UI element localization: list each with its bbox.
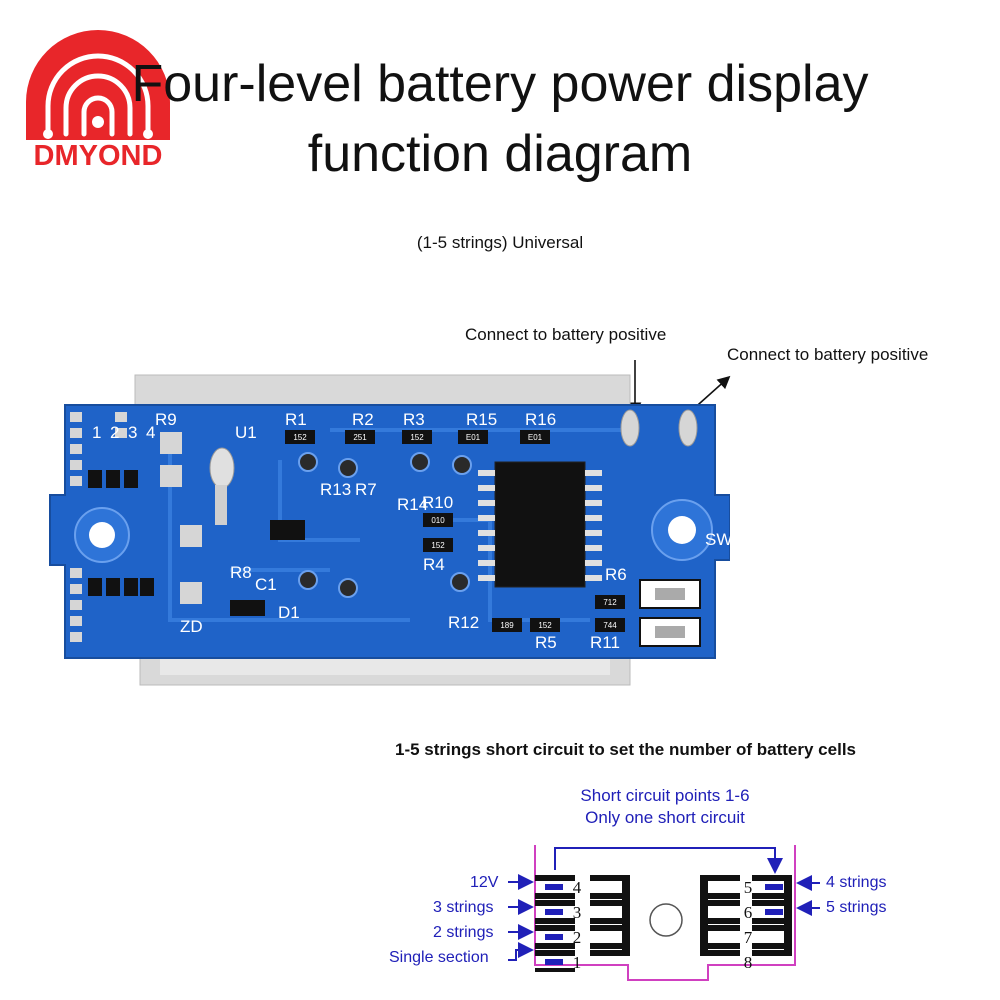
svg-text:152: 152 bbox=[538, 621, 552, 630]
svg-text:R16: R16 bbox=[525, 410, 556, 429]
label-2-strings: 2 strings bbox=[433, 924, 494, 941]
svg-text:R11: R11 bbox=[590, 633, 620, 652]
svg-text:R14: R14 bbox=[397, 495, 428, 514]
svg-text:U1: U1 bbox=[235, 423, 257, 442]
svg-text:152: 152 bbox=[431, 541, 445, 550]
section-heading-short-circuit: 1-5 strings short circuit to set the num… bbox=[395, 740, 856, 759]
svg-text:251: 251 bbox=[353, 433, 367, 442]
callout-positive-1: Connect to battery positive bbox=[465, 325, 667, 344]
svg-text:R15: R15 bbox=[466, 410, 497, 429]
svg-text:R1: R1 bbox=[285, 410, 307, 429]
pad-number-4: 4 bbox=[573, 878, 582, 897]
svg-text:R13: R13 bbox=[320, 480, 351, 499]
svg-text:189: 189 bbox=[500, 621, 514, 630]
svg-text:R7: R7 bbox=[355, 480, 377, 499]
callout-positive-2: Connect to battery positive bbox=[727, 345, 929, 364]
pad-number-5: 5 bbox=[744, 878, 753, 897]
svg-text:152: 152 bbox=[410, 433, 424, 442]
pad-number-6: 6 bbox=[744, 903, 753, 922]
svg-text:E01: E01 bbox=[466, 433, 481, 442]
svg-text:R10: R10 bbox=[422, 493, 453, 512]
svg-text:744: 744 bbox=[603, 621, 617, 630]
page-title-line1: Four-level battery power display bbox=[131, 55, 869, 113]
svg-text:D1: D1 bbox=[278, 603, 300, 622]
svg-text:C1: C1 bbox=[255, 575, 277, 594]
short-circuit-note-line2: Only one short circuit bbox=[585, 808, 745, 827]
label-single-section: Single section bbox=[389, 949, 489, 966]
svg-text:712: 712 bbox=[603, 598, 617, 607]
jumper-diagram: 4 3 2 1 5 6 7 8 bbox=[508, 845, 820, 981]
label-12v: 12V bbox=[470, 874, 499, 891]
svg-text:R5: R5 bbox=[535, 633, 557, 652]
label-4-strings: 4 strings bbox=[826, 874, 887, 891]
pad-number-2: 2 bbox=[573, 928, 582, 947]
subtitle: (1-5 strings) Universal bbox=[416, 233, 584, 252]
svg-text:4: 4 bbox=[146, 423, 155, 442]
svg-text:2: 2 bbox=[110, 423, 119, 442]
svg-text:1: 1 bbox=[92, 423, 101, 442]
brand-name: DMYOND bbox=[34, 140, 163, 172]
brand-logo: DMYOND bbox=[18, 30, 178, 172]
label-3-strings: 3 strings bbox=[433, 899, 494, 916]
short-circuit-note-line1: Short circuit points 1-6 bbox=[580, 786, 750, 805]
svg-text:R9: R9 bbox=[155, 410, 177, 429]
pad-number-3: 3 bbox=[573, 903, 582, 922]
pad-number-8: 8 bbox=[744, 953, 753, 972]
svg-text:ZD: ZD bbox=[180, 617, 203, 636]
svg-text:R12: R12 bbox=[448, 613, 479, 632]
svg-text:R3: R3 bbox=[403, 410, 425, 429]
svg-text:152: 152 bbox=[293, 433, 307, 442]
svg-text:R4: R4 bbox=[423, 555, 445, 574]
pcb-board: 152 251 152 E01 E01 010 152 189 152 712 … bbox=[49, 374, 730, 686]
pad-number-7: 7 bbox=[744, 928, 753, 947]
label-5-strings: 5 strings bbox=[826, 899, 887, 916]
svg-text:R2: R2 bbox=[352, 410, 374, 429]
svg-text:3: 3 bbox=[128, 423, 137, 442]
pad-number-1: 1 bbox=[573, 953, 582, 972]
svg-text:R6: R6 bbox=[605, 565, 627, 584]
svg-text:SW1: SW1 bbox=[705, 530, 730, 549]
svg-text:E01: E01 bbox=[528, 433, 543, 442]
page-title-line2: function diagram bbox=[307, 125, 693, 183]
svg-text:010: 010 bbox=[431, 516, 445, 525]
svg-text:R8: R8 bbox=[230, 563, 252, 582]
